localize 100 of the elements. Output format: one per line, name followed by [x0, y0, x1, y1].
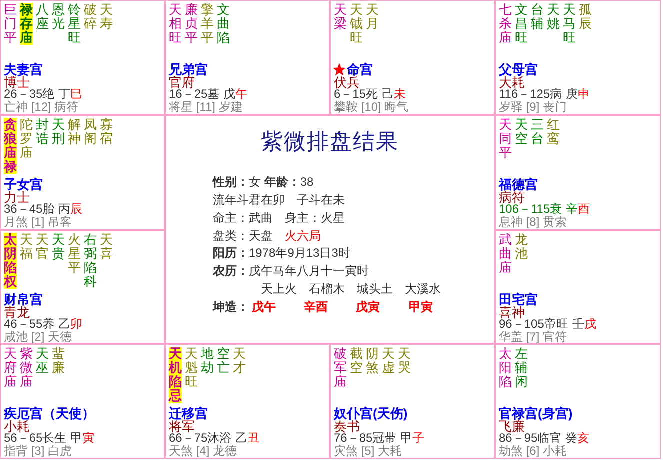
palace-cell: [495, 115, 661, 230]
star-name: 天钺旺: [350, 3, 363, 45]
stem-text: 甲: [70, 431, 83, 445]
element-text: 大溪水: [405, 281, 441, 297]
star-name: 天马旺: [563, 3, 576, 45]
chart-title: 紫微排盘结果: [261, 128, 399, 156]
stem-text: 乙: [236, 431, 248, 445]
branch-text: 未: [394, 87, 406, 101]
palace-name: 财帛宫: [4, 292, 43, 307]
deity-name: 力士: [4, 191, 30, 204]
star-name: 擎羊平: [201, 3, 214, 45]
info-text: 流年斗君在卯 子斗在未: [213, 192, 345, 208]
star-name: 天月: [366, 3, 379, 31]
palace-name: 夫妻宫: [4, 62, 43, 77]
deity-name: 官府: [169, 76, 195, 89]
star-name: 贪狼庙禄: [4, 118, 17, 174]
info-label: 坤造：: [213, 299, 249, 315]
star-name: 太阴陷权: [4, 233, 17, 289]
palace-name: 兄弟宫: [169, 62, 208, 77]
age-range: 36－45胎: [4, 202, 55, 216]
star-name: 天魁旺: [185, 347, 198, 389]
star-name: 天才: [233, 347, 246, 375]
star-name: 恩光: [52, 3, 65, 31]
star-name: 文曲陷: [217, 3, 230, 45]
stem-text: 丙: [58, 202, 71, 216]
stem-text: 戊: [224, 87, 236, 101]
stem-text: 乙: [58, 317, 71, 331]
star-name: 台辅: [531, 3, 544, 31]
star-name: 地劫: [201, 347, 214, 375]
star-name: 破军庙: [334, 347, 347, 389]
palace-name: 官禄宫(身宫): [499, 406, 573, 421]
star-name: 红鸾: [547, 118, 560, 146]
star-name: 廉贞平: [185, 3, 198, 45]
branch-text: 申: [578, 87, 590, 101]
stem-text: 癸: [566, 431, 578, 445]
branch-text: 寅: [82, 431, 95, 445]
spirit-names: 华盖 [7] 官符: [499, 331, 568, 344]
star-name: 铃星旺: [68, 3, 81, 45]
spirit-names: 息神 [8] 贯索: [499, 216, 568, 229]
star-name: 阴煞: [366, 347, 379, 375]
star-name: 破碎: [84, 3, 97, 31]
spirit-names: 亡神 [12] 病符: [4, 101, 79, 114]
star-name: 禄存庙: [20, 3, 33, 45]
palace-cell: [495, 0, 661, 115]
star-name: 天机陷忌: [169, 347, 182, 403]
palace-name: 子女宫: [4, 177, 43, 192]
deity-name: 喜神: [499, 306, 525, 319]
star-name: 蜚廉: [52, 347, 65, 375]
star-name: 空亡: [217, 347, 230, 375]
star-name: 八座: [36, 3, 49, 31]
palace-name: 迁移宫: [169, 406, 208, 421]
star-name: 右弼陷科: [84, 233, 97, 289]
star-name: 龙池: [515, 233, 528, 261]
palace-cell: [495, 344, 661, 459]
star-name: 左辅闲: [515, 347, 528, 389]
star-name: 孤辰: [579, 3, 592, 31]
palace-cell: [165, 0, 330, 115]
branch-text: 酉: [578, 202, 590, 216]
star-name: 七杀庙: [499, 3, 512, 45]
palace-cell: [330, 0, 495, 115]
palace-name: 奴仆宫(天伤): [334, 406, 408, 421]
info-text: 性别：女 年龄：38: [213, 174, 314, 190]
star-name: 天府庙: [4, 347, 17, 389]
star-name: 截空: [350, 347, 363, 375]
star-name: 文昌旺: [515, 3, 528, 45]
spirit-names: 天煞 [4] 龙德: [169, 445, 238, 458]
deity-name: 小耗: [4, 420, 30, 433]
palace-cell: [0, 230, 165, 344]
palace-name: 父母宫: [499, 62, 538, 77]
element-text: 天上火: [261, 281, 297, 297]
pillar-text: 甲寅: [409, 299, 433, 315]
branch-text: 子: [412, 431, 425, 445]
star-name: 天姚: [547, 3, 560, 31]
deity-name: 奏书: [334, 420, 360, 433]
pillar-text: 戊寅: [356, 299, 380, 315]
deity-name: 大耗: [499, 76, 525, 89]
stem-text: 甲: [400, 431, 413, 445]
info-text: 农历：戊午马年八月十一寅时: [213, 263, 369, 279]
branch-text: 戌: [584, 317, 596, 331]
star-name: 封诰: [36, 118, 49, 146]
palace-cell: [0, 115, 165, 230]
star-name: 火星平: [68, 233, 81, 275]
star-name: 天福: [20, 233, 33, 261]
element-text: 城头土: [357, 281, 393, 297]
star-name: 紫微庙: [20, 347, 33, 389]
star-name: 天相旺: [169, 3, 182, 45]
deity-name: 伏兵: [334, 76, 360, 89]
element-text: 石榴木: [309, 281, 345, 297]
spirit-names: 将星 [11] 岁建: [169, 101, 243, 114]
palace-name: 命宫: [347, 62, 373, 77]
stem-text: 壬: [572, 317, 584, 331]
branch-text: 亥: [578, 431, 590, 445]
stem-text: 辛: [566, 202, 578, 216]
spirit-names: 咸池 [2] 天德: [4, 331, 72, 344]
star-name: 天寿: [100, 3, 113, 31]
spirit-names: 灾煞 [5] 大耗: [334, 445, 402, 458]
stem-text: 丁: [58, 87, 71, 101]
stem-text: 己: [382, 87, 394, 101]
spirit-names: 月煞 [1] 吊客: [4, 216, 72, 229]
star-name: 天哭: [398, 347, 411, 375]
